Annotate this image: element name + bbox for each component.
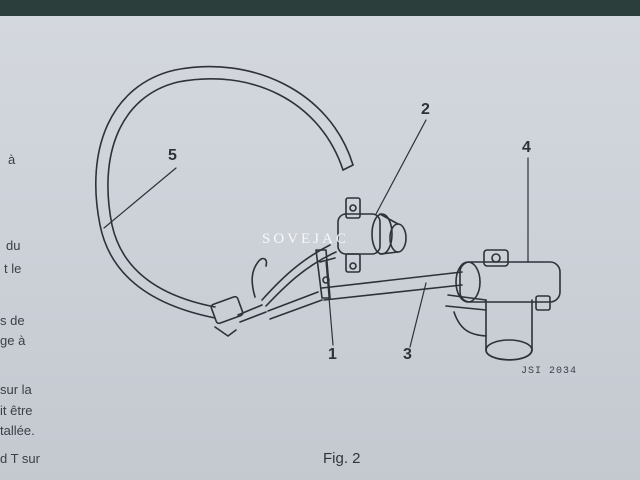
margin-text-line: tallée. (0, 423, 35, 438)
pump-4 (445, 249, 561, 361)
margin-text-line: t le (4, 261, 22, 276)
hose-5 (95, 65, 354, 319)
margin-text-line: à (8, 152, 16, 167)
clip-1 (315, 249, 336, 299)
page-header-band (0, 0, 640, 16)
margin-text-line: d T sur (0, 451, 40, 466)
figure-caption: Fig. 2 (323, 450, 361, 467)
margin-text-line: ge à (0, 333, 26, 348)
component-2 (337, 197, 407, 273)
margin-text-line: it être (0, 403, 33, 418)
callout-label-5: 5 (168, 147, 177, 164)
margin-text-line: sur la (0, 382, 32, 397)
callout-label-4: 4 (522, 139, 531, 156)
margin-text-line: du (6, 238, 21, 253)
callout-label-3: 3 (403, 346, 412, 363)
margin-text-line: s de (0, 313, 25, 328)
figure-reference-code: JSI 2034 (521, 366, 578, 377)
leader-lines (103, 119, 529, 348)
hose-3 (321, 271, 463, 301)
callout-label-1: 1 (328, 346, 337, 363)
callout-label-2: 2 (421, 101, 430, 118)
watermark: SOVEJAC (262, 231, 349, 247)
connector-left (210, 295, 267, 337)
